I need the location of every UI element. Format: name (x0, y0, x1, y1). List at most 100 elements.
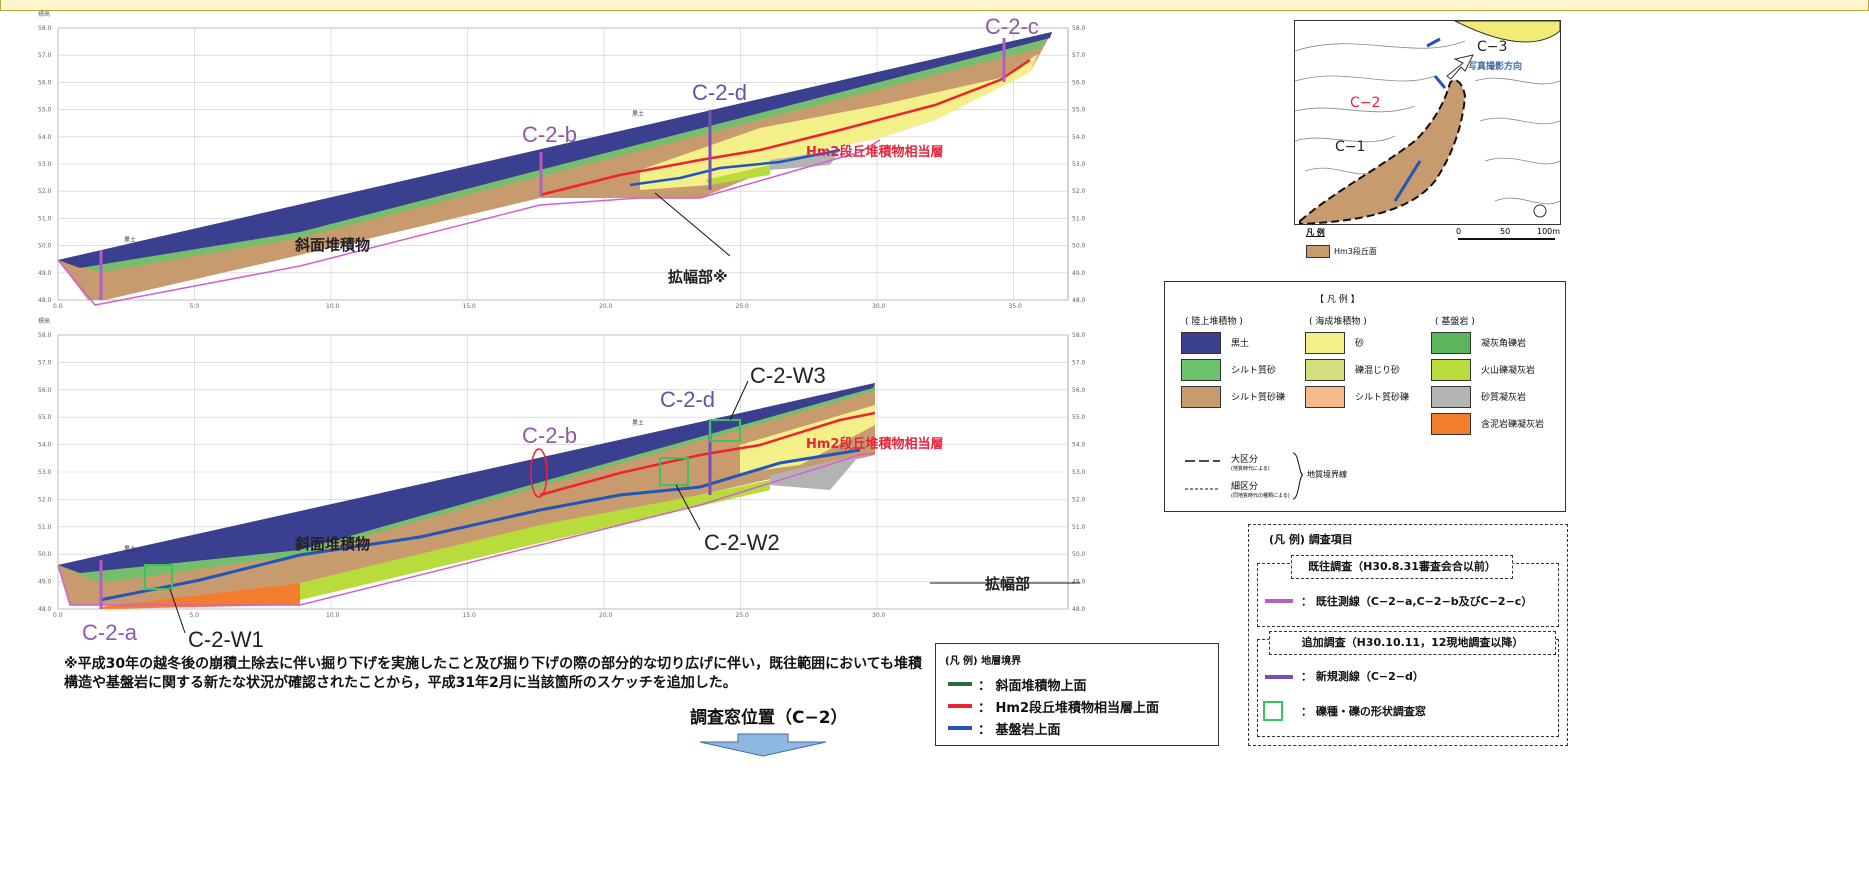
y-tick-right: 54.0 (1072, 442, 1086, 449)
geo-swatch (1181, 332, 1221, 354)
label-c2b: C-2-b (522, 122, 577, 147)
y-tick-left: 50.0 (38, 243, 52, 250)
geo-swatch (1181, 359, 1221, 381)
c2b-marker (530, 448, 548, 498)
boundary-swatch (948, 704, 972, 708)
y-tick-left: 48.0 (38, 606, 52, 613)
x-tick: 30.0 (872, 612, 886, 619)
new-line-label: ： 新規測線（C−2−d） (1301, 670, 1424, 683)
x-tick: 25.0 (736, 612, 750, 619)
slope-deposit-label: 斜面堆積物 (294, 535, 370, 553)
y-tick-left: 52.0 (38, 496, 52, 503)
x-tick: 5.0 (190, 303, 200, 310)
footnote: ※平成30年の越冬後の崩積土除去に伴い掘り下げを実施したこと及び掘り下げの際の部… (64, 656, 922, 691)
svg-text:C−2: C−2 (1350, 95, 1380, 111)
y-tick-right: 51.0 (1072, 524, 1086, 531)
y-tick-left: 50.0 (38, 551, 52, 558)
geo-label: シルト質砂 (1231, 366, 1277, 376)
svg-text:大区分: 大区分 (1231, 453, 1258, 465)
y-tick-left: 51.0 (38, 524, 52, 531)
label-c2d: C-2-d (660, 387, 715, 412)
label-c2a: C-2-a (82, 620, 138, 645)
geo-label: 黒土 (1231, 339, 1250, 349)
geo-group-title: ( 基盤岩 ) (1435, 317, 1475, 327)
svg-text:(同地質時代の種類による): (同地質時代の種類による) (1231, 492, 1290, 499)
svg-text:(地質時代による): (地質時代による) (1231, 465, 1270, 472)
y-tick-left: 57.0 (38, 359, 52, 366)
window-swatch (1263, 701, 1283, 721)
window-w3 (709, 419, 741, 442)
window-w2 (659, 457, 689, 486)
bedrock-line (629, 148, 841, 187)
y-tick-left: 55.0 (38, 414, 52, 421)
geo-label: 砂質凝灰岩 (1481, 393, 1527, 403)
site-map: C−3 C−2 C−1 写真撮影方向 (1294, 20, 1561, 225)
black-soil-top (58, 32, 1052, 268)
bedrock-gray (770, 455, 860, 490)
x-tick: 0.0 (53, 612, 63, 619)
boundary-swatch (948, 726, 972, 730)
y-tick-right: 57.0 (1072, 52, 1086, 59)
y-tick-right: 54.0 (1072, 134, 1086, 141)
geo-swatch (1431, 386, 1471, 408)
y-tick-left: 49.0 (38, 579, 52, 586)
hm3-swatch (1306, 245, 1330, 258)
y-tick-left: 53.0 (38, 161, 52, 168)
label-w2: C-2-W2 (704, 530, 780, 555)
prior-survey-title-box: 既往調査（H30.8.31審査会合以前） (1291, 555, 1513, 579)
geo-label: 火山礫凝灰岩 (1481, 366, 1536, 376)
added-survey-title-box: 追加調査（H30.10.11，12現地調査以降） (1269, 631, 1556, 655)
label-w3: C-2-W3 (750, 363, 826, 388)
slope-deposit-label: 斜面堆積物 (294, 236, 370, 254)
geo-label: シルト質砂礫 (1231, 393, 1286, 403)
svg-text:C−3: C−3 (1477, 39, 1507, 55)
widening-label: 拡幅部 (985, 575, 1030, 593)
boundary-label: ： 斜面堆積物上面 (978, 679, 1087, 694)
svg-text:0: 0 (1456, 227, 1461, 236)
geo-legend-title: 【 凡 例 】 (1315, 295, 1360, 305)
volcanic-tuff (705, 165, 770, 185)
y-tick-left: 48.0 (38, 297, 52, 304)
x-tick: 5.0 (190, 612, 200, 619)
geo-label: 砂 (1355, 339, 1365, 349)
y-tick-right: 50.0 (1072, 551, 1086, 558)
y-tick-right: 52.0 (1072, 496, 1086, 503)
y-axis-label: 標高 (38, 10, 50, 18)
geo-swatch (1305, 332, 1345, 354)
svg-text:黒土: 黒土 (124, 545, 136, 553)
orange-tuff (100, 583, 300, 609)
geologic-legend: 【 凡 例 】 ( 陸上堆積物 )黒土シルト質砂シルト質砂礫( 海成堆積物 )砂… (1164, 281, 1566, 512)
map-scale-bar: 0 50 100m (1456, 227, 1560, 240)
geo-swatch (1431, 332, 1471, 354)
svg-text:50: 50 (1500, 227, 1510, 236)
x-tick: 10.0 (326, 612, 340, 619)
svg-text:黒土: 黒土 (632, 110, 644, 118)
down-arrow-icon (699, 733, 827, 757)
widening-outline (57, 139, 881, 306)
y-tick-right: 52.0 (1072, 188, 1086, 195)
prior-line-label: ： 既往測線（C−2−a,C−2−b及びC−2−c） (1301, 595, 1533, 608)
x-tick: 20.0 (599, 303, 613, 310)
y-tick-left: 53.0 (38, 469, 52, 476)
y-tick-left: 58.0 (38, 25, 52, 32)
x-tick: 15.0 (463, 303, 477, 310)
svg-text:地質境界線: 地質境界線 (1307, 469, 1347, 479)
bedrock-line (99, 448, 861, 602)
x-tick: 15.0 (463, 612, 477, 619)
hm2-line (539, 58, 1031, 197)
label-c2b: C-2-b (522, 423, 577, 448)
y-axis-label: 標高 (38, 317, 50, 325)
geo-swatch (1431, 413, 1471, 435)
label-c2c: C-2-c (985, 14, 1039, 39)
geo-label: シルト質砂礫 (1355, 393, 1410, 403)
widening-outline (57, 452, 876, 606)
boundary-legend-title: (凡 例) 地層境界 (945, 656, 1022, 667)
window-w1 (144, 564, 173, 590)
geo-group-title: ( 陸上堆積物 ) (1185, 317, 1243, 327)
map-drawing: C−3 C−2 C−1 写真撮影方向 (1295, 21, 1560, 224)
y-tick-right: 50.0 (1072, 243, 1086, 250)
map-legend-title: 凡 例 (1306, 228, 1325, 237)
